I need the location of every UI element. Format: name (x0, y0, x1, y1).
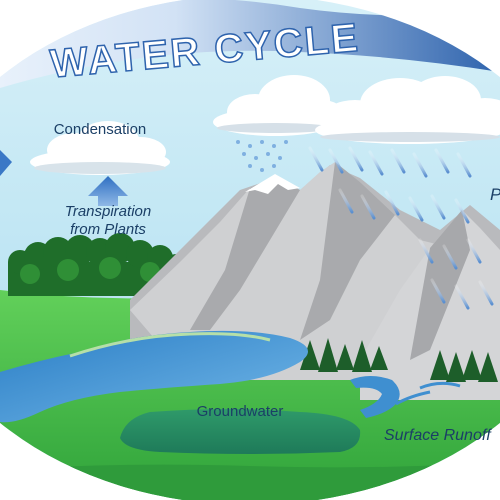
cloud-icon (30, 121, 170, 175)
transpiration-label-line2: from Plants (70, 221, 146, 238)
river (350, 376, 400, 418)
lake-shore (69, 332, 271, 358)
rain-icon (308, 146, 494, 310)
mountain-shading (410, 210, 470, 360)
up-arrow-icon (88, 176, 128, 206)
groundwater-area (120, 409, 361, 454)
condensation-label: Condensation (54, 121, 147, 138)
surface-runoff-label: Surface Runoff (384, 427, 492, 444)
transpiration-label: Transpiration (65, 203, 151, 220)
groundwater-label: Groundwater (197, 403, 284, 420)
snow-icon (236, 140, 288, 172)
left-arrow-icon (0, 150, 12, 176)
tree-icon (300, 338, 498, 382)
title-banner (0, 0, 500, 88)
snow-cap (245, 174, 300, 194)
mountain-shading (190, 162, 395, 340)
precipitation-label: P (490, 185, 500, 204)
cloud-icon (315, 76, 500, 144)
runoff-stream (395, 381, 461, 406)
